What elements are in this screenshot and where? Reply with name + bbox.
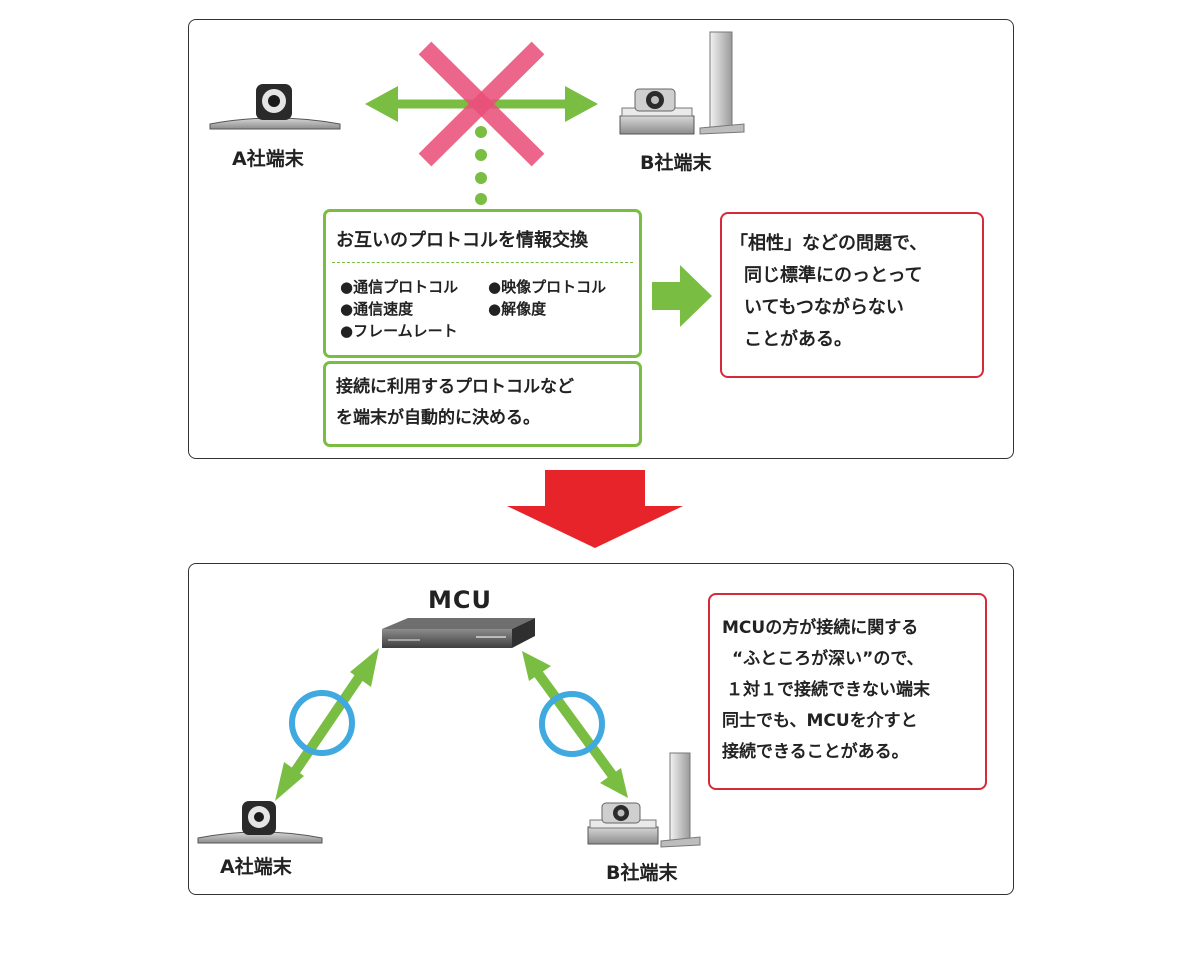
camera-b-icon [619, 31, 745, 135]
terminal-b-label: B社端末 [640, 152, 712, 174]
negotiation-title: お互いのプロトコルを情報交換 [336, 230, 588, 251]
terminal-a-label: A社端末 [232, 148, 304, 170]
green-right-arrow [652, 265, 712, 327]
item-frame-rate: ●フレームレート [340, 322, 458, 340]
auto-decide-box: 接続に利用するプロトコルなど を端末が自動的に決める。 [323, 361, 642, 447]
ring-right-icon [539, 691, 605, 757]
item-video-protocol: ●映像プロトコル [488, 278, 607, 296]
dotted-connector [475, 126, 487, 205]
red-down-arrow [507, 470, 683, 548]
mcu-link-right-arrow [522, 651, 628, 798]
item-resolution: ●解像度 [488, 300, 547, 318]
problem-note-box: 「相性」などの問題で、 同じ標準にのっとって いてもつながらない ことがある。 [720, 212, 984, 378]
mcu-label: MCU [428, 586, 492, 614]
ring-left-icon [289, 690, 355, 756]
negotiation-box: お互いのプロトコルを情報交換 ●通信プロトコル ●映像プロトコル ●通信速度 ●… [323, 209, 642, 358]
item-comm-speed: ●通信速度 [340, 300, 414, 318]
mcu-note-box: MCUの方が接続に関する “ふところが深い”ので、 １対１で接続できない端末 同… [708, 593, 987, 790]
x-mark-icon [418, 41, 545, 167]
mcu-device-icon [382, 618, 535, 648]
mcu-note-text: MCUの方が接続に関する “ふところが深い”ので、 １対１で接続できない端末 同… [722, 618, 930, 762]
auto-decide-text: 接続に利用するプロトコルなど を端末が自動的に決める。 [336, 377, 574, 428]
divider [332, 262, 633, 263]
problem-note-text: 「相性」などの問題で、 同じ標準にのっとって いてもつながらない ことがある。 [730, 233, 928, 350]
mcu-link-left-arrow [275, 648, 379, 801]
item-comm-protocol: ●通信プロトコル [340, 278, 459, 296]
camera-a-bottom-icon [197, 801, 323, 844]
terminal-b-bottom-label: B社端末 [606, 862, 678, 884]
camera-b-bottom-icon [587, 752, 701, 848]
camera-a-icon [209, 84, 341, 130]
terminal-a-bottom-label: A社端末 [220, 856, 292, 878]
